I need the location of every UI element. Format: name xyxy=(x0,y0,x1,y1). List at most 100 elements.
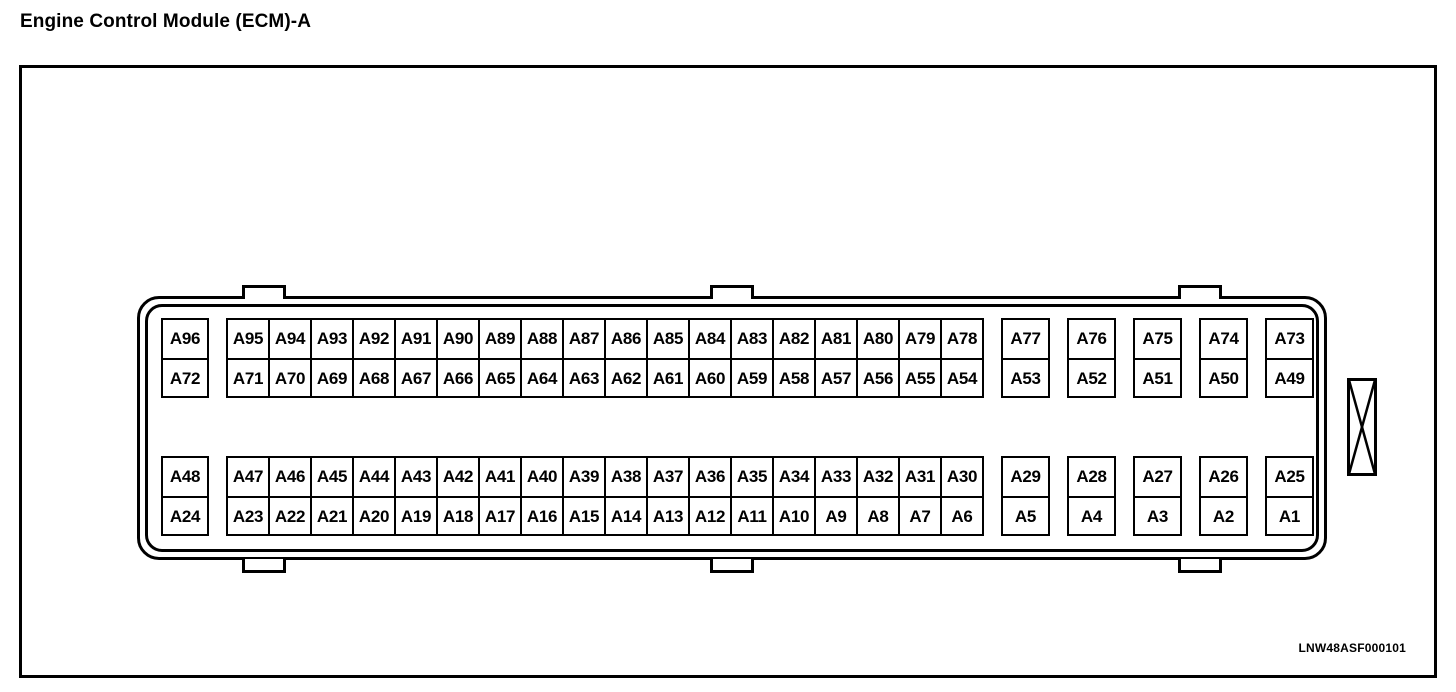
pin-cell-a22: A22 xyxy=(270,496,310,534)
pin-cell-a69: A69 xyxy=(312,358,352,396)
pin-cell-a28: A28 xyxy=(1069,458,1114,496)
pin-cell-a43: A43 xyxy=(396,458,436,496)
connector-shell-inner xyxy=(145,304,1319,552)
pin-cell-a60: A60 xyxy=(690,358,730,396)
pin-cell-a13: A13 xyxy=(648,496,688,534)
pin-cell-a40: A40 xyxy=(522,458,562,496)
pin-cell-a33: A33 xyxy=(816,458,856,496)
pin-cell-a11: A11 xyxy=(732,496,772,534)
pin-cell-a63: A63 xyxy=(564,358,604,396)
pin-cell-a85: A85 xyxy=(648,320,688,358)
page-title: Engine Control Module (ECM)-A xyxy=(20,11,312,32)
pin-cell-a38: A38 xyxy=(606,458,646,496)
pin-cell-a78: A78 xyxy=(942,320,982,358)
pin-cell-a8: A8 xyxy=(858,496,898,534)
connector-tab-bottom-left xyxy=(242,559,286,573)
connector-tab-bottom-center xyxy=(710,559,754,573)
pin-cell-a36: A36 xyxy=(690,458,730,496)
pin-cell-a75: A75 xyxy=(1135,320,1180,358)
pin-cell-a94: A94 xyxy=(270,320,310,358)
pin-cell-a64: A64 xyxy=(522,358,562,396)
pin-cell-a76: A76 xyxy=(1069,320,1114,358)
pin-cell-a48: A48 xyxy=(163,458,207,496)
pin-cell-a46: A46 xyxy=(270,458,310,496)
pin-cell-a71: A71 xyxy=(228,358,268,396)
pin-cell-a49: A49 xyxy=(1267,358,1312,396)
pin-cell-a95: A95 xyxy=(228,320,268,358)
pin-cell-a55: A55 xyxy=(900,358,940,396)
pin-cell-a70: A70 xyxy=(270,358,310,396)
pin-cell-a65: A65 xyxy=(480,358,520,396)
pin-cell-a34: A34 xyxy=(774,458,814,496)
pin-cell-a37: A37 xyxy=(648,458,688,496)
pin-cell-a58: A58 xyxy=(774,358,814,396)
pin-cell-a3: A3 xyxy=(1135,496,1180,534)
pin-cell-a89: A89 xyxy=(480,320,520,358)
pin-cell-a9: A9 xyxy=(816,496,856,534)
pin-cell-a29: A29 xyxy=(1003,458,1048,496)
pin-cell-a80: A80 xyxy=(858,320,898,358)
connector-side-latch-icon xyxy=(1347,378,1377,476)
pin-cell-a91: A91 xyxy=(396,320,436,358)
pin-cell-a92: A92 xyxy=(354,320,394,358)
pin-cell-a61: A61 xyxy=(648,358,688,396)
pin-cell-a73: A73 xyxy=(1267,320,1312,358)
pin-cell-a51: A51 xyxy=(1135,358,1180,396)
pin-cell-a67: A67 xyxy=(396,358,436,396)
pin-cell-a35: A35 xyxy=(732,458,772,496)
pin-cell-a25: A25 xyxy=(1267,458,1312,496)
connector-tab-bottom-right xyxy=(1178,559,1222,573)
pin-cell-a20: A20 xyxy=(354,496,394,534)
pin-cell-a50: A50 xyxy=(1201,358,1246,396)
pin-cell-a41: A41 xyxy=(480,458,520,496)
pin-cell-a44: A44 xyxy=(354,458,394,496)
pin-cell-a16: A16 xyxy=(522,496,562,534)
pin-cell-a82: A82 xyxy=(774,320,814,358)
pin-cell-a59: A59 xyxy=(732,358,772,396)
connector-tab-top-center xyxy=(710,285,754,299)
pin-cell-a18: A18 xyxy=(438,496,478,534)
pin-cell-a23: A23 xyxy=(228,496,268,534)
pin-cell-a56: A56 xyxy=(858,358,898,396)
pin-cell-a32: A32 xyxy=(858,458,898,496)
